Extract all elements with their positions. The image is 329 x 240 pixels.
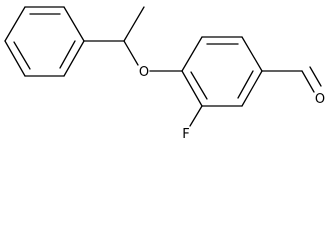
bond-fluoro — [189, 105, 203, 127]
bond — [181, 36, 203, 72]
benzaldehyde-ring — [181, 36, 263, 107]
bond-methyl — [123, 6, 145, 42]
bond — [63, 6, 85, 42]
bond — [181, 70, 203, 107]
bond — [63, 40, 85, 77]
bond — [241, 36, 263, 72]
bond-double-inner — [237, 70, 254, 99]
phenyl-ring — [4, 6, 85, 77]
bond-double-inner — [190, 71, 208, 100]
molecule-structure: O F O — [4, 6, 325, 142]
bond — [4, 6, 26, 42]
atom-label-oxygen-ether: O — [139, 65, 149, 80]
bond — [4, 40, 26, 77]
bond — [123, 40, 139, 66]
atom-label-oxygen-aldehyde: O — [315, 92, 325, 107]
bond-carbonyl-double — [309, 66, 322, 87]
bond-double-inner — [59, 40, 76, 69]
bond-double-inner — [13, 41, 31, 70]
atom-label-fluorine: F — [182, 127, 189, 142]
bond — [241, 70, 263, 107]
bond-carbonyl — [301, 70, 315, 93]
